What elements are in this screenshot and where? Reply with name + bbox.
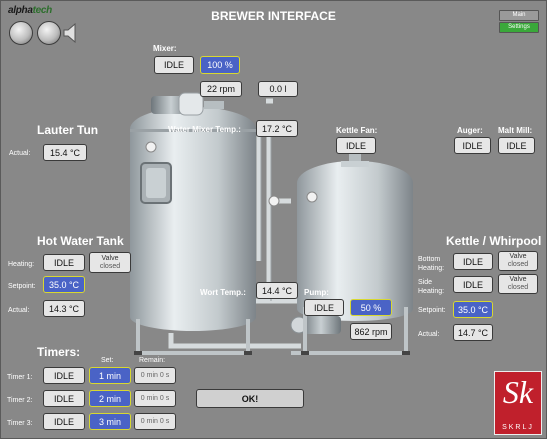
hwt-setpoint-field[interactable]: 35.0 °C: [43, 276, 85, 293]
timers-set-label: Set:: [101, 357, 114, 364]
side-heating-label-line2: Heating:: [418, 288, 445, 295]
kettle-valve2-button[interactable]: Valve closed: [498, 274, 538, 294]
skrlj-logo: Sk SKRLJ: [494, 371, 542, 435]
settings-button[interactable]: Settings: [499, 22, 539, 33]
skrlj-monogram: Sk: [502, 374, 534, 410]
timer-3-set-field[interactable]: 3 min: [89, 413, 131, 430]
support-frame: [136, 307, 408, 355]
kettle-fan-label: Kettle Fan:: [336, 126, 378, 135]
hwt-actual-label: Actual:: [8, 307, 30, 314]
kettle-setpoint-label: Setpoint:: [418, 307, 446, 314]
kettle-valve2-line1: Valve: [509, 276, 527, 283]
timer-1-set-field[interactable]: 1 min: [89, 367, 131, 384]
brand-prefix: alpha: [8, 5, 33, 16]
malt-mill-label: Malt Mill:: [498, 126, 533, 135]
lauter-tun-vessel: [130, 107, 256, 331]
timer-1-label: Timer 1:: [7, 374, 33, 381]
pipework: [168, 98, 301, 349]
water-mixer-temp-readout: 17.2 °C: [256, 120, 298, 137]
brand-suffix: tech: [32, 5, 53, 16]
timers-remain-label: Remain:: [139, 357, 166, 364]
kettle-valve-line2: closed: [507, 261, 529, 268]
timer-3-state-button[interactable]: IDLE: [43, 413, 85, 430]
pump-rpm-readout: 862 rpm: [350, 323, 392, 340]
kettle-valve2-line2: closed: [507, 284, 529, 291]
mixer-power-field[interactable]: 100 %: [200, 56, 240, 74]
mixer-motor: [151, 92, 224, 116]
page-title: BREWER INTERFACE: [211, 9, 336, 23]
volume-readout: 0.0 l: [258, 81, 298, 97]
timer-1-state-button[interactable]: IDLE: [43, 367, 85, 384]
bottom-heating-label: Bottom Heating:: [418, 255, 444, 273]
timer-3-remain-readout: 0 min 0 s: [134, 413, 176, 430]
side-heating-button[interactable]: IDLE: [453, 276, 493, 293]
lauter-actual-label: Actual:: [9, 150, 31, 157]
kettle-setpoint-field[interactable]: 35.0 °C: [453, 301, 493, 318]
hwt-heating-label: Heating:: [8, 261, 35, 268]
wort-temp-label: Wort Temp.:: [200, 288, 246, 297]
pump-unit: [290, 316, 341, 334]
kettle-valve-line1: Valve: [509, 253, 527, 260]
timer-3-label: Timer 3:: [7, 420, 33, 427]
wort-temp-readout: 14.4 °C: [256, 282, 298, 299]
ok-button[interactable]: OK!: [196, 389, 304, 408]
timer-2-state-button[interactable]: IDLE: [43, 390, 85, 407]
timer-2-label: Timer 2:: [7, 397, 33, 404]
main-button[interactable]: Main: [499, 10, 539, 21]
water-mixer-temp-label: Water Mixer Temp.:: [168, 125, 241, 134]
side-heating-label: Side Heating:: [418, 278, 444, 296]
hwt-actual-readout: 14.3 °C: [43, 300, 85, 317]
hwt-heating-button[interactable]: IDLE: [43, 254, 85, 271]
bottom-heating-label-line2: Heating:: [418, 265, 445, 272]
hwt-valve-line2: closed: [99, 262, 121, 270]
kettle-valve-button[interactable]: Valve closed: [498, 251, 538, 271]
malt-mill-button[interactable]: IDLE: [498, 137, 535, 154]
bottom-heating-button[interactable]: IDLE: [453, 253, 493, 270]
hwt-valve-button[interactable]: Valve closed: [89, 252, 131, 273]
skrlj-wordmark: SKRLJ: [502, 424, 534, 431]
pump-label: Pump:: [304, 288, 329, 297]
sensor-lamps: [145, 141, 318, 207]
mixer-state-button[interactable]: IDLE: [154, 56, 194, 74]
connect-button[interactable]: [9, 21, 33, 45]
timers-title: Timers:: [37, 345, 81, 359]
pump-state-button[interactable]: IDLE: [304, 299, 344, 316]
kettle-fan-button[interactable]: IDLE: [336, 137, 376, 154]
refresh-button[interactable]: [37, 21, 61, 45]
lauter-actual-readout: 15.4 °C: [43, 144, 87, 161]
timer-1-remain-readout: 0 min 0 s: [134, 367, 176, 384]
speaker-icon[interactable]: [63, 23, 77, 43]
hwt-valve-line1: Valve: [101, 254, 119, 262]
auger-button[interactable]: IDLE: [454, 137, 491, 154]
auger-label: Auger:: [457, 126, 483, 135]
lauter-tun-title: Lauter Tun: [37, 123, 99, 137]
timer-2-remain-readout: 0 min 0 s: [134, 390, 176, 407]
hot-water-tank-title: Hot Water Tank: [37, 234, 124, 248]
bottom-heating-label-line1: Bottom: [418, 256, 441, 263]
kettle-title: Kettle / Whirpool: [446, 234, 542, 248]
brand-logo: alphatech: [8, 5, 52, 16]
kettle-actual-readout: 14.7 °C: [453, 324, 493, 341]
mixer-rpm-readout: 22 rpm: [200, 81, 242, 97]
mixer-label: Mixer:: [153, 44, 177, 53]
hwt-setpoint-label: Setpoint:: [8, 283, 36, 290]
kettle-actual-label: Actual:: [418, 331, 440, 338]
timer-2-set-field[interactable]: 2 min: [89, 390, 131, 407]
pump-power-field[interactable]: 50 %: [350, 299, 392, 316]
side-heating-label-line1: Side: [418, 279, 433, 286]
